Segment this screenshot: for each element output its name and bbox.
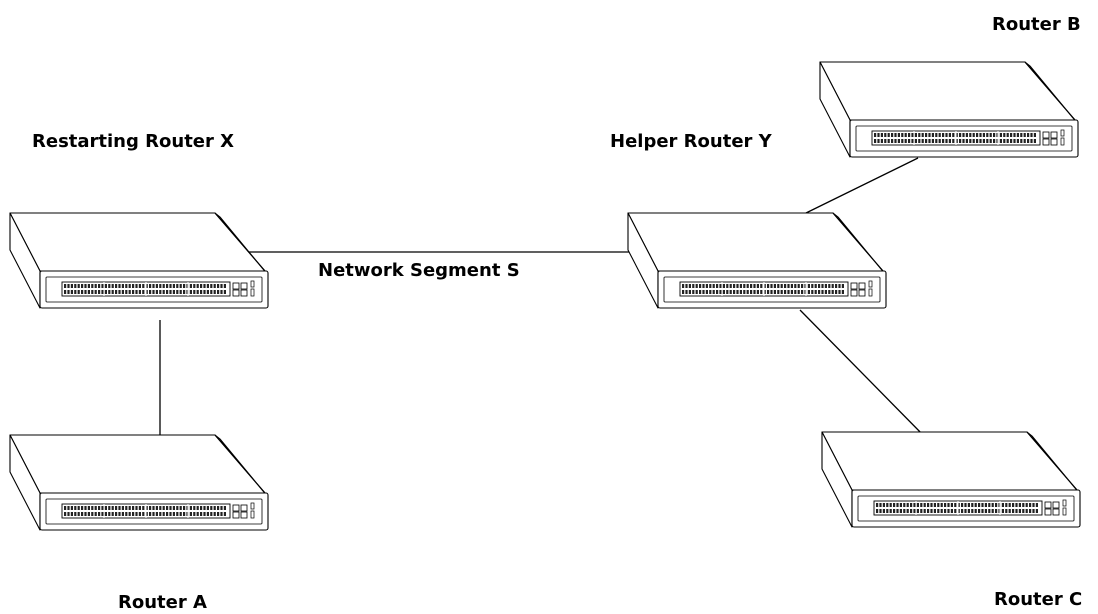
link-y-b [805,157,919,214]
router-c-device [821,431,1081,528]
router-x-device [9,212,269,309]
router-b-label: Router B [992,14,1081,35]
router-a-label: Router A [118,592,207,613]
link-y-c [799,309,929,441]
router-c-label: Router C [994,589,1083,610]
router-y-device [627,212,887,309]
router-a-device [9,434,269,531]
router-b-device [819,61,1079,158]
router-x-label: Restarting Router X [32,131,235,152]
router-y-label: Helper Router Y [610,131,772,152]
network-segment-label: Network Segment S [318,260,520,281]
